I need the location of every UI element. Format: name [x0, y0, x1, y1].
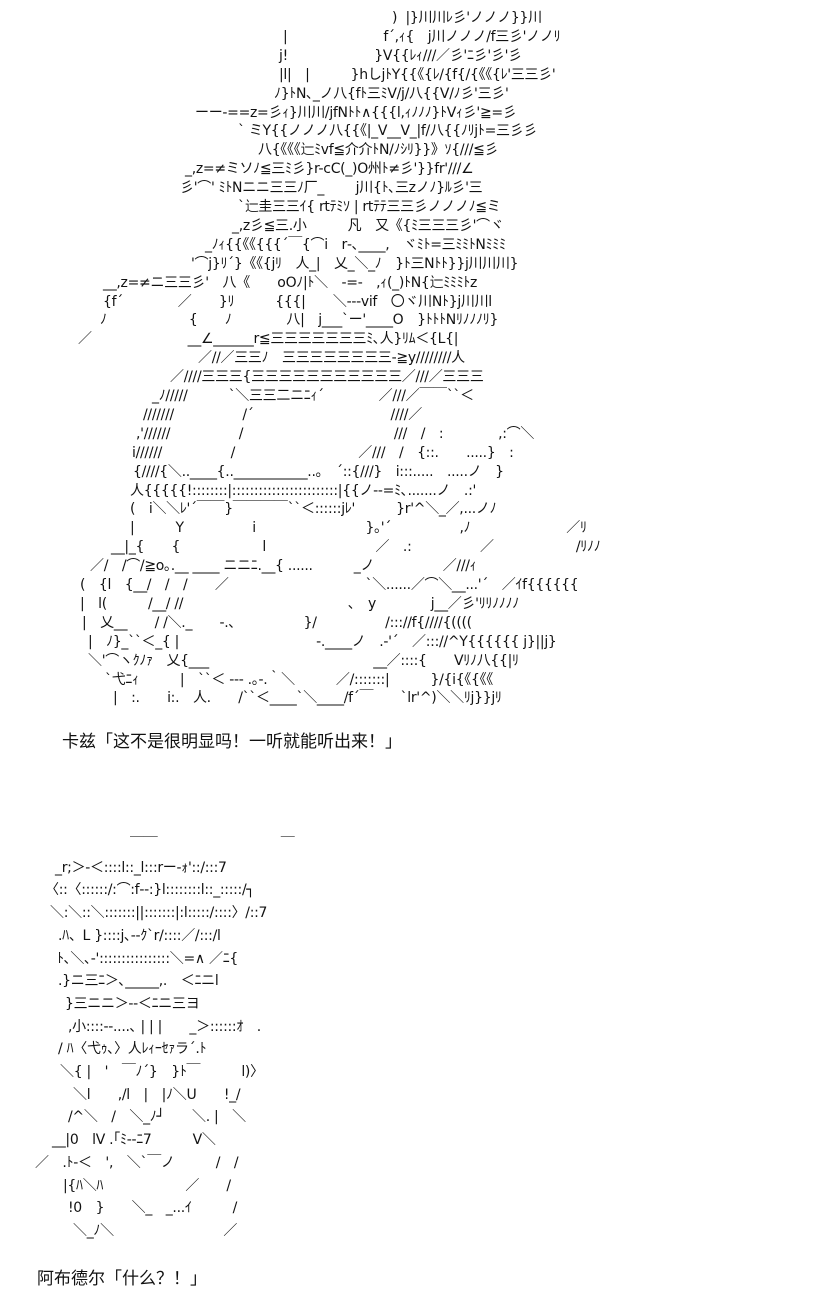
- ascii-art-line: _ﾉ///// `＼三三二ニﾆｨ´ ／///／￣￣``＜: [152, 388, 474, 404]
- ascii-art-line: |l| | }hしjﾄY{{《{ﾚ/{f{/{《《{ﾚ'三三彡': [279, 66, 556, 83]
- ascii-art-line: _ﾉｨ{{《《{{{´￣{⌒i r‐､____, ヾﾐﾄ=三ﾐﾐﾄNﾐﾐﾐ: [205, 236, 506, 253]
- ascii-art-line: ` ミY{{ノノノ八{{《|_V__V_|f/八{{ﾉﾘjﾄ=三彡彡: [238, 123, 538, 140]
- ascii-art-line: 人{{{{{!::::::::|::::::::::::::::::::::::…: [130, 482, 477, 499]
- ascii-art-line: 〈::〈::::::/:⌒:f‐‐:}l::::::::l::_:::::/┐: [45, 882, 255, 899]
- ascii-art-line: ／ __∠______r≦三三三三三三三ﾐ､人}ﾘﾑ＜{L{|: [78, 331, 459, 348]
- ascii-art-line: `辷圭三三ｲ{ rtﾃﾐｿ | rtﾃﾃ三三彡ノノノﾉ≦ミ: [238, 199, 501, 215]
- dialogue-caption-kaz: 卡兹「这不是很明显吗！一听就能听出来！」: [62, 732, 402, 752]
- ascii-art-line: __,z=≠ニ三三彡' 八《 oOﾉ|ﾄ＼ ‐=‐ ,ｨ(_)ﾄN{辷ﾐﾐﾐﾄz: [103, 274, 478, 291]
- ascii-art-line: ( {l {__/ / / ／ `＼......／⌒＼__...'´ ／ｲf{{…: [80, 577, 579, 593]
- ascii-art-line: _,z彡≦三.小 凡 又《{ﾐ三三三彡'⌒ヾ: [232, 217, 504, 234]
- ascii-art-line: ＼{ | ' ￣ﾉ´} }ﾄ￣ l)〉: [60, 1064, 264, 1080]
- ascii-art-line: j! }V{{ﾚｨ///／彡'ﾆ彡'彡'彡: [279, 47, 522, 64]
- ascii-art-line: 彡'⌒' ﾐﾄNニニ三三ﾉ厂_ j川{ﾄ､三zノﾉ}ﾙ彡'三: [180, 180, 483, 197]
- ascii-art-line: / ﾊ〈弋ｩ､〉人ﾚｨｰｾｧラ´.ﾄ: [58, 1041, 207, 1058]
- ascii-art-line: {////{＼..____{..___________..｡ ´::{///} …: [133, 463, 504, 480]
- ascii-art-line: !0 } ＼_ _...ｲ /: [68, 1200, 238, 1217]
- ascii-art-line: /^＼ / ＼_ﾉ┘ ＼. | ＼: [68, 1109, 246, 1126]
- ascii-art-line: ﾉ}ﾄN､_ノ八{fﾄ三ﾐV/j/八{{V/ﾉ彡'三彡': [274, 85, 509, 102]
- ascii-art-line: __|_{ { l ／ .: ／ /ﾘﾉﾉ: [111, 539, 601, 556]
- ascii-art-line: ／////三三三{三三三三三三三三三三三／///／三三三: [170, 369, 484, 386]
- ascii-art-line: .ﾊ、L }::::j､‐‐ｸ`r/::::／/:::/l: [58, 927, 221, 944]
- ascii-art-line: .}ニ三ﾆ＞､_____,. ＜ﾆニl: [58, 973, 219, 990]
- ascii-art-line: 八{《《《辷ﾐvf≦介介ﾄN/ﾉｼﾘ}}》ｿ{///≦彡: [258, 142, 499, 159]
- dialogue-caption-abdul: 阿布德尔「什么？！」: [37, 1269, 207, 1289]
- ascii-art-line: ,'////// / /// / : ,:⌒＼: [136, 425, 535, 442]
- ascii-art-line: _r;＞‐＜::::l::_l:::rー‐ｫ'::/:::7: [55, 859, 227, 876]
- ascii-art-line: {f´ ／ }ﾘ {{{| ＼‐‐‐vif 〇ヾ川Nﾄ}j川川l: [103, 293, 492, 310]
- ascii-art-line: ＼:＼::＼:::::::||:::::::|:l:::::/::::〉/::7: [50, 905, 268, 922]
- ascii-art-line: ￣￣ ￣: [130, 837, 295, 853]
- ascii-art-line: __|0 lV .｢ﾐ‐‐ﾆ7 V＼: [52, 1132, 216, 1149]
- ascii-art-line: }三ニニ＞‐‐＜ﾆニ三ヨ: [65, 995, 200, 1012]
- ascii-art-line: | Y i }｡'´ ,ﾉ ／ﾘ: [130, 520, 587, 537]
- ascii-art-line: ／//／三三ﾉ 三三三三三三三三-≧y////////人: [198, 350, 465, 367]
- ascii-art-line: ＼'⌒ヽｸﾉｧ 乂{___ __／::::{ Vﾘﾉ八{{|ﾘ: [88, 652, 519, 669]
- ascii-art-line: `弋ﾆｨ | ``＜ ‐‐‐ .｡‐.｀＼ ／/:::::::| }/{i{《{…: [105, 671, 494, 688]
- ascii-art-line: ﾄ､＼､‐'::::::::::::::::＼=∧ ／ﾆ{: [57, 950, 239, 967]
- ascii-art-line: | ﾉ}_``＜_{ | ‐.____ノ .‐'´ ／::://^Y{{{{{{…: [88, 633, 557, 650]
- ascii-art-line: _,z=≠ミソﾉ≦三ﾐ彡}r-cC(_)O州ﾄ≠彡'}}fr'///∠: [185, 161, 474, 178]
- ascii-art-line: | 乂__ / /＼._ ‐.､ }/ /::://f{////{((((: [82, 614, 472, 631]
- ascii-art-line: ＼_ﾉ＼ ／: [73, 1222, 238, 1239]
- ascii-art-line: ﾉ { ﾉ 八| j___`ー'____O }ﾄﾄﾄNﾘﾉﾉﾉﾘ}: [100, 312, 499, 329]
- ascii-art-line: i////// / ／/// / {::. .....} :: [132, 444, 514, 461]
- ascii-art-line: ／/ /⌒/≧o｡.__ ____ ニニﾆ.__{ ...... _ノ ／///…: [90, 558, 477, 575]
- ascii-art-line: ／ .ﾄ‐＜ ', ＼`￣ノ / /: [35, 1154, 239, 1171]
- ascii-art-line: ーー‐==z=彡ｨ}川川/jfNﾄﾄ∧{{{l,ｨﾉﾉﾉ}ﾄVｨ彡'≧=彡: [195, 104, 517, 121]
- ascii-art-line: | f´,ｨ{ j川ノノノ/f三彡'ノノﾘ: [283, 28, 561, 45]
- ascii-art-line: /////// /´ ////／: [143, 406, 422, 423]
- ascii-art-line: ＼l ,/l | |ﾉ＼U !_/: [73, 1086, 241, 1103]
- ascii-art-line: ) |}川川ﾚ彡'ノノノ}}川: [392, 10, 542, 26]
- ascii-art-line: ( i＼＼ﾚ'´￣￣}￣￣￣￣``＜::::::jﾚ' }r'^＼_／,...ノ…: [130, 501, 497, 518]
- ascii-art-line: | l( /__/ // 、 y j__／彡'ﾘﾘﾉﾉﾉﾉ: [80, 595, 519, 612]
- ascii-art-line: ,小::::‐‐....､ | | | _＞::::::ｵ .: [68, 1018, 261, 1035]
- ascii-art-line: | :. i:. 人. /``＜____`＼____/f´￣ `lr'^)＼＼ﾘ…: [113, 690, 502, 707]
- ascii-art-line: '⌒j}ﾘ´}《《{jﾘ 人_| 乂_＼_ﾉ }ﾄ三Nﾄﾄ}}j川川川}: [191, 255, 519, 272]
- ascii-art-line: |{ﾊ＼ﾊ ／ /: [63, 1177, 231, 1194]
